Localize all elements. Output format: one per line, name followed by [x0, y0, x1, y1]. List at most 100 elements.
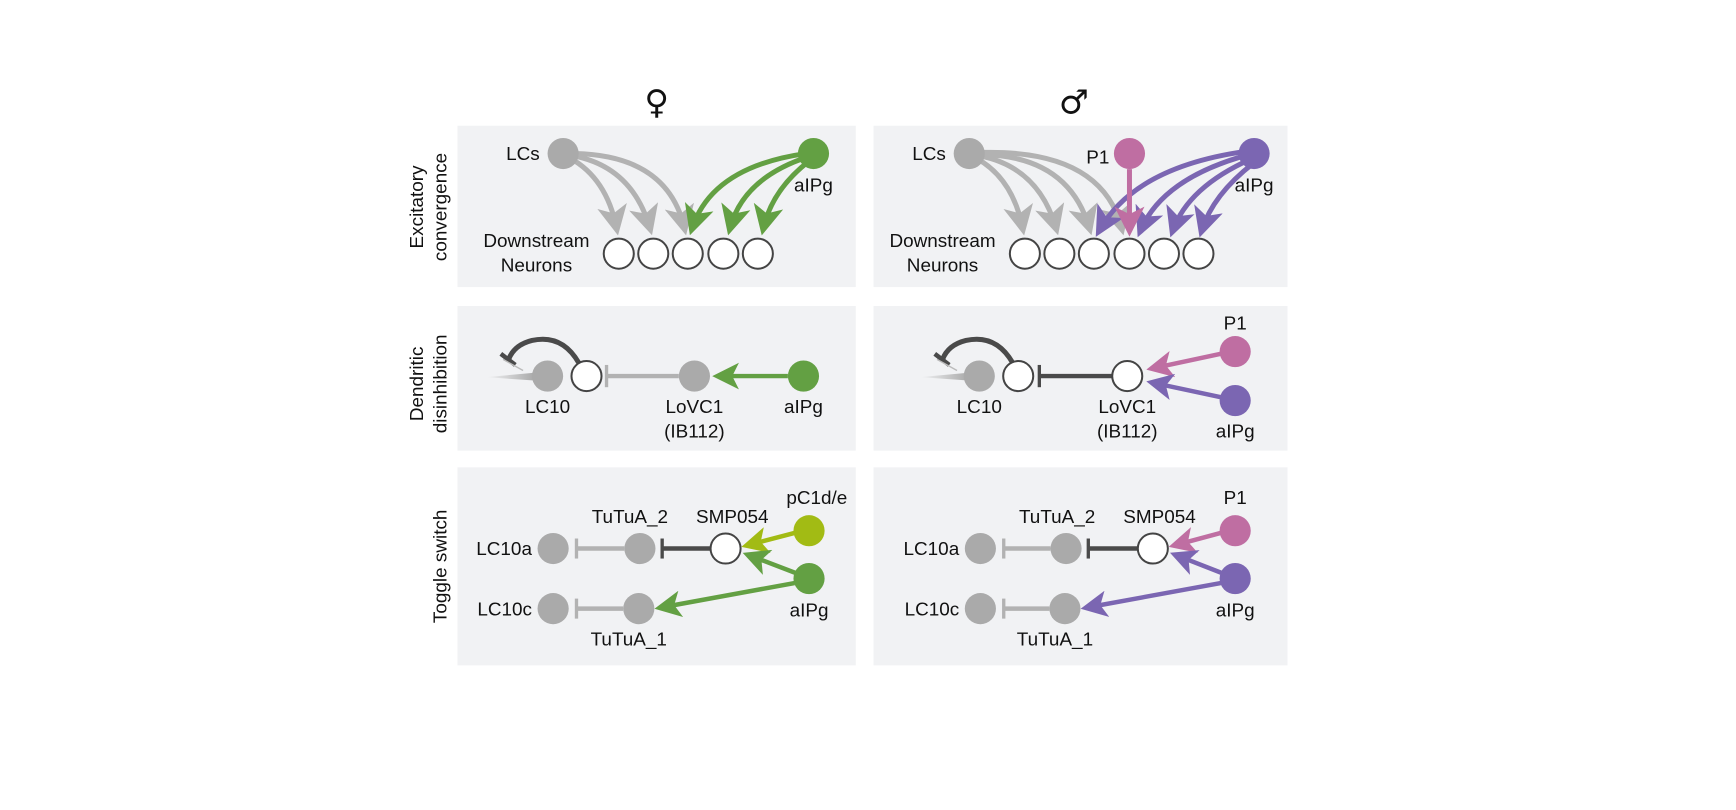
- node-smp054: [1136, 532, 1169, 565]
- node-lovc1: [678, 360, 711, 392]
- edge-aipg-to-n3: [684, 151, 807, 236]
- label-aipg: aIPg: [1216, 421, 1255, 442]
- label-aipg: aIPg: [1235, 175, 1274, 196]
- label-downstream-1: Downstream: [483, 231, 589, 252]
- label-aipg: aIPg: [794, 175, 833, 196]
- node-lc10a: [537, 532, 569, 565]
- label-tutua2: TuTuA_2: [592, 507, 668, 528]
- edge-lcs-to-n3: [981, 152, 1098, 236]
- svg-text:Dendritic: Dendritic: [407, 347, 428, 422]
- label-p1: P1: [1224, 313, 1247, 334]
- downstream-neuron: [637, 237, 670, 270]
- edge-aipg-to-n3: [1095, 148, 1247, 237]
- edge-aipg-to-smp054: [1169, 550, 1223, 576]
- label-smp054: SMP054: [696, 507, 769, 528]
- svg-text:disinhibition: disinhibition: [430, 334, 451, 433]
- edge-p1-to-lovc1: [1146, 351, 1222, 378]
- male-symbol: ♂: [1059, 82, 1089, 121]
- label-lc10a: LC10a: [476, 539, 532, 560]
- label-aipg: aIPg: [784, 397, 823, 418]
- female-symbol: ♀: [644, 82, 668, 121]
- label-lovc1: LoVC1: [666, 397, 724, 418]
- edge-aipg-to-n5: [1166, 156, 1252, 238]
- label-lc10c: LC10c: [477, 599, 532, 620]
- female-excitatory-diagram: LCs aIPg Downstream Neurons: [483, 137, 833, 276]
- label-lc10c: LC10c: [905, 599, 960, 620]
- label-lovc1: LoVC1: [1098, 397, 1156, 418]
- row-label-excitatory: Excitatory convergence: [407, 153, 451, 261]
- panel-female-toggle: [457, 467, 856, 666]
- node-lc10c: [537, 593, 569, 625]
- downstream-neuron: [1182, 237, 1215, 270]
- edge-lcs-to-n2: [978, 153, 1065, 236]
- male-dendritic-diagram: P1 LC10 LoVC1 (IB112) aIPg: [920, 313, 1255, 442]
- label-smp054: SMP054: [1123, 507, 1196, 528]
- svg-text:convergence: convergence: [430, 153, 451, 261]
- edge-lcs-to-n3: [575, 151, 694, 236]
- edge-lcs-to-n2: [572, 153, 659, 236]
- node-tutua1: [623, 593, 655, 625]
- node-aipg: [793, 562, 825, 595]
- panel-male-toggle: [873, 467, 1288, 666]
- label-downstream-2: Neurons: [907, 255, 978, 276]
- lc10-dendrite-taper: [920, 372, 969, 381]
- downstream-neuron: [1113, 237, 1146, 270]
- edge-aipg-to-n5: [753, 158, 812, 236]
- label-tutua1: TuTuA_1: [1017, 629, 1093, 650]
- node-lc10a: [964, 532, 996, 565]
- label-downstream-1: Downstream: [889, 231, 995, 252]
- male-toggle-diagram: LC10a LC10c TuTuA_2 SMP054 TuTuA_1 P1 aI…: [904, 488, 1255, 650]
- lc10-dendrite-taper: [486, 372, 535, 381]
- edge-feedback-inhibition: [940, 336, 1015, 365]
- downstream-neuron: [741, 237, 774, 270]
- label-ib112: (IB112): [664, 421, 725, 442]
- downstream-neuron: [602, 237, 635, 270]
- edge-aipg-to-lovc1: [1146, 373, 1222, 400]
- node-p1: [1113, 137, 1146, 170]
- svg-text:Toggle switch: Toggle switch: [430, 510, 451, 624]
- node-tutua2: [1050, 532, 1082, 565]
- row-label-toggle: Toggle switch: [430, 510, 451, 624]
- node-lc10-dendrite: [1002, 360, 1035, 393]
- node-lc10: [531, 360, 564, 392]
- downstream-neuron: [1077, 237, 1110, 270]
- node-aipg: [1219, 384, 1251, 417]
- inhibition-bar: [933, 352, 951, 367]
- label-lc10: LC10: [525, 397, 570, 418]
- node-lc10-dendrite: [570, 360, 603, 393]
- label-tutua1: TuTuA_1: [591, 629, 667, 650]
- label-aipg: aIPg: [790, 600, 829, 621]
- label-lc10a: LC10a: [904, 539, 960, 560]
- svg-text:Excitatory: Excitatory: [407, 165, 428, 249]
- edge-feedback-inhibition: [506, 336, 581, 365]
- inhibition-bar: [499, 352, 517, 367]
- female-dendritic-diagram: LC10 LoVC1 (IB112) aIPg: [486, 336, 823, 442]
- downstream-neuron: [1008, 237, 1041, 270]
- label-p1: P1: [1086, 148, 1109, 169]
- edge-p1-to-smp054: [1168, 527, 1222, 553]
- node-lcs: [953, 137, 985, 170]
- node-aipg: [787, 360, 820, 392]
- node-lc10c: [964, 593, 996, 625]
- downstream-neuron: [1147, 237, 1180, 270]
- node-lc10: [963, 360, 995, 392]
- downstream-neuron: [1043, 237, 1076, 270]
- node-aipg: [1219, 562, 1251, 595]
- node-p1: [1219, 515, 1251, 547]
- label-ib112: (IB112): [1097, 421, 1158, 442]
- female-toggle-diagram: LC10a LC10c TuTuA_2 SMP054 TuTuA_1 pC1d/…: [476, 488, 847, 650]
- label-p1: P1: [1224, 488, 1247, 509]
- node-lcs: [547, 137, 579, 170]
- edge-aipg-to-tutua1: [654, 580, 795, 618]
- node-aipg: [797, 137, 830, 170]
- label-lcs: LCs: [506, 144, 540, 165]
- edge-aipg-to-n4: [1135, 152, 1250, 238]
- label-downstream-2: Neurons: [501, 255, 572, 276]
- edge-pc1de-to-smp054: [741, 527, 796, 554]
- label-tutua2: TuTuA_2: [1019, 507, 1095, 528]
- node-smp054: [709, 532, 742, 565]
- edge-lcs-to-n1: [974, 155, 1033, 236]
- male-excitatory-diagram: LCs P1 aIPg Downstream Neurons: [889, 137, 1274, 276]
- downstream-neuron: [671, 237, 704, 270]
